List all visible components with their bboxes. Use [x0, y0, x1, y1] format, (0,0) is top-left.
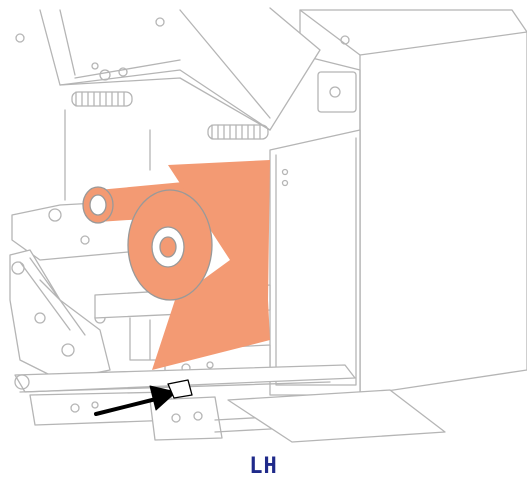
- open-print-cover: [15, 7, 321, 131]
- side-label: LH: [249, 454, 278, 479]
- hinge-springs: [71, 91, 269, 140]
- loading-direction-arrow: [94, 379, 193, 416]
- platen-rollers: [14, 364, 401, 441]
- media-exit-sheet: [227, 389, 446, 443]
- media-supply-roll: [82, 160, 270, 370]
